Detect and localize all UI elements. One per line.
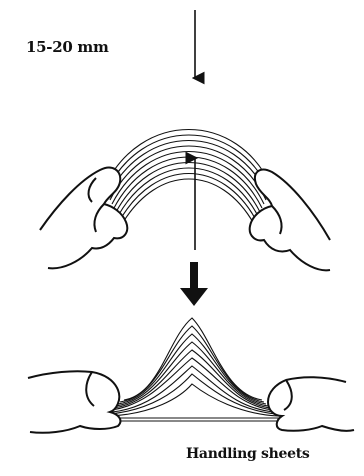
figure-caption: Handling sheets xyxy=(186,446,309,462)
down-arrow xyxy=(180,262,208,306)
bent-sheet-stack xyxy=(104,130,272,225)
left-hand-lower xyxy=(28,371,120,433)
right-hand-lower xyxy=(268,377,354,431)
dimension-label: 15-20 mm xyxy=(26,38,109,56)
right-hand-upper xyxy=(250,170,330,271)
fanned-sheet-stack xyxy=(108,318,282,421)
left-hand-upper xyxy=(40,168,127,269)
